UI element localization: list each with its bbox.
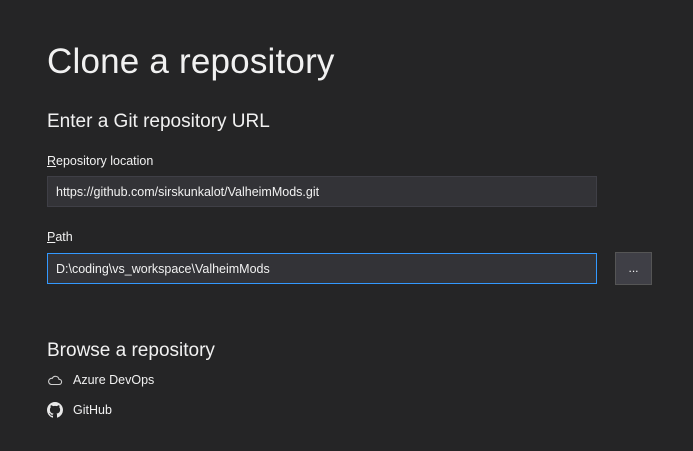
path-label: Path (47, 230, 73, 244)
path-label-text: ath (55, 230, 73, 244)
repository-location-input[interactable] (47, 176, 597, 207)
path-accelerator: P (47, 230, 56, 244)
path-input[interactable] (47, 253, 597, 284)
repository-location-label-text: epository location (56, 154, 154, 168)
provider-github[interactable]: GitHub (47, 401, 112, 419)
repository-location-accelerator: R (47, 154, 57, 168)
cloud-icon (47, 372, 63, 388)
provider-label: GitHub (73, 403, 112, 417)
provider-azure-devops[interactable]: Azure DevOps (47, 371, 154, 389)
enter-url-heading: Enter a Git repository URL (47, 111, 270, 132)
github-icon (47, 402, 63, 418)
browse-path-button[interactable]: ... (615, 252, 652, 285)
provider-label: Azure DevOps (73, 373, 155, 387)
browse-repository-heading: Browse a repository (47, 340, 215, 361)
repository-location-label: Repository location (47, 154, 153, 168)
page-title: Clone a repository (47, 42, 335, 81)
